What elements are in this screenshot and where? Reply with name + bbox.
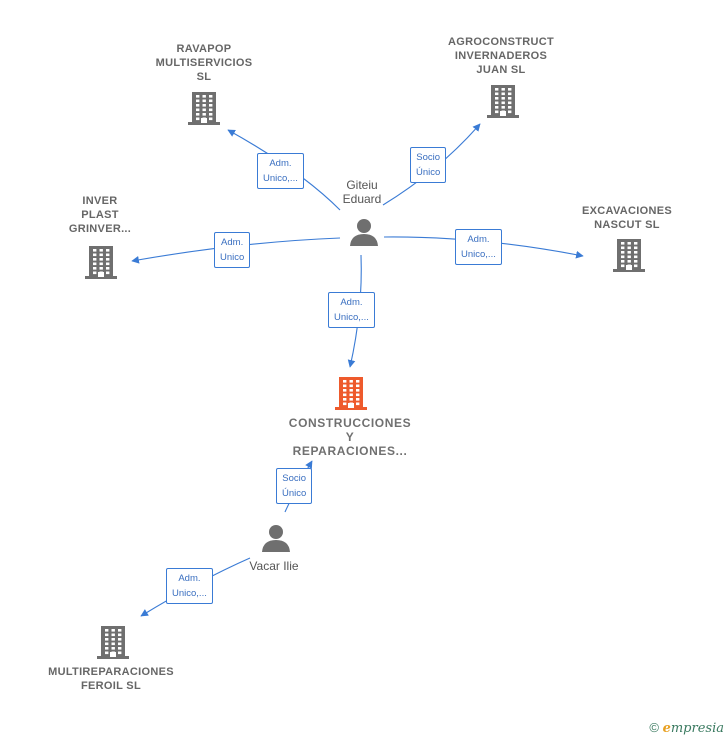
edge-label-line: Unico: [220, 252, 245, 263]
node-label-agroconstruct[interactable]: AGROCONSTRUCT INVERNADEROS JUAN SL: [448, 35, 554, 77]
node-label-vacar[interactable]: Vacar Ilie: [249, 559, 298, 573]
node-ravapop[interactable]: [188, 90, 220, 131]
node-label-line: NASCUT SL: [594, 219, 660, 231]
edge-label-line: Adm.: [467, 234, 490, 245]
footer-brand: © empresia: [649, 720, 724, 736]
node-excavaciones[interactable]: [613, 237, 645, 278]
node-label-line: Eduard: [342, 192, 382, 206]
building-icon: [487, 85, 519, 118]
node-vacar[interactable]: [261, 523, 291, 558]
node-multireparaciones[interactable]: [97, 624, 129, 665]
node-label-excavaciones[interactable]: EXCAVACIONES NASCUT SL: [582, 204, 672, 232]
building-icon: [613, 239, 645, 272]
building-icon: [85, 246, 117, 279]
node-label-ravapop[interactable]: RAVAPOP MULTISERVICIOS SL: [156, 42, 253, 84]
node-label-line: REPARACIONES...: [292, 444, 408, 458]
edge-label-line: Unico,...: [172, 588, 207, 599]
edge-label-line: Adm.: [340, 297, 363, 308]
edge-label-line: Único: [282, 488, 307, 499]
edge-label-vacar-to-multireparaciones[interactable]: Adm. Unico,...: [166, 568, 213, 604]
edge-label-line: Adm.: [178, 573, 201, 584]
node-label-line: EXCAVACIONES: [582, 205, 672, 217]
edge-label-giteiu-to-excavaciones[interactable]: Adm. Unico,...: [455, 229, 502, 265]
node-label-line: GRINVER...: [68, 223, 132, 235]
edge-label-giteiu-to-inver[interactable]: Adm. Unico: [214, 232, 251, 268]
node-agroconstruct[interactable]: [487, 83, 519, 124]
building-icon: [188, 92, 220, 125]
building-icon: [97, 626, 129, 659]
edge-label-line: Unico,...: [263, 173, 298, 184]
node-label-line: INVER: [82, 195, 118, 207]
node-label-line: Giteiu: [346, 178, 378, 192]
copyright-symbol: ©: [649, 720, 659, 735]
building-icon: [335, 377, 367, 410]
node-construcciones[interactable]: [335, 375, 367, 416]
node-label-inver[interactable]: INVER PLAST GRINVER...: [69, 194, 131, 236]
node-label-line: Vacar Ilie: [249, 559, 299, 573]
brand-initial: e: [662, 721, 671, 736]
edge-label-giteiu-to-ravapop[interactable]: Adm. Unico,...: [257, 153, 304, 189]
edge-label-line: Único: [416, 167, 441, 178]
node-label-line: Y: [345, 430, 355, 444]
node-label-line: SL: [196, 71, 212, 83]
edge-label-line: Adm.: [221, 237, 244, 248]
node-label-line: CONSTRUCCIONES: [288, 416, 412, 430]
person-icon: [350, 219, 378, 246]
edge-label-line: Socio: [416, 152, 441, 163]
edge-label-line: Socio: [282, 473, 307, 484]
node-label-line: JUAN SL: [476, 64, 526, 76]
node-label-line: AGROCONSTRUCT: [448, 36, 554, 48]
brand-name: mpresia: [670, 721, 724, 736]
edge-label-line: Unico,...: [334, 312, 369, 323]
edge-label-line: Adm.: [269, 158, 292, 169]
edge-label-line: Unico,...: [461, 249, 496, 260]
node-label-line: RAVAPOP: [176, 43, 232, 55]
node-label-line: INVERNADEROS: [454, 50, 548, 62]
node-label-multireparaciones[interactable]: MULTIREPARACIONES FEROIL SL: [48, 665, 174, 693]
node-label-line: FEROIL SL: [81, 680, 141, 692]
edge-label-giteiu-to-construcciones[interactable]: Adm. Unico,...: [328, 292, 375, 328]
node-label-line: MULTIREPARACIONES: [48, 666, 174, 678]
node-giteiu[interactable]: [349, 217, 379, 252]
node-label-line: PLAST: [81, 209, 119, 221]
node-label-line: MULTISERVICIOS: [155, 57, 253, 69]
node-inver[interactable]: [85, 244, 117, 285]
person-icon: [262, 525, 290, 552]
